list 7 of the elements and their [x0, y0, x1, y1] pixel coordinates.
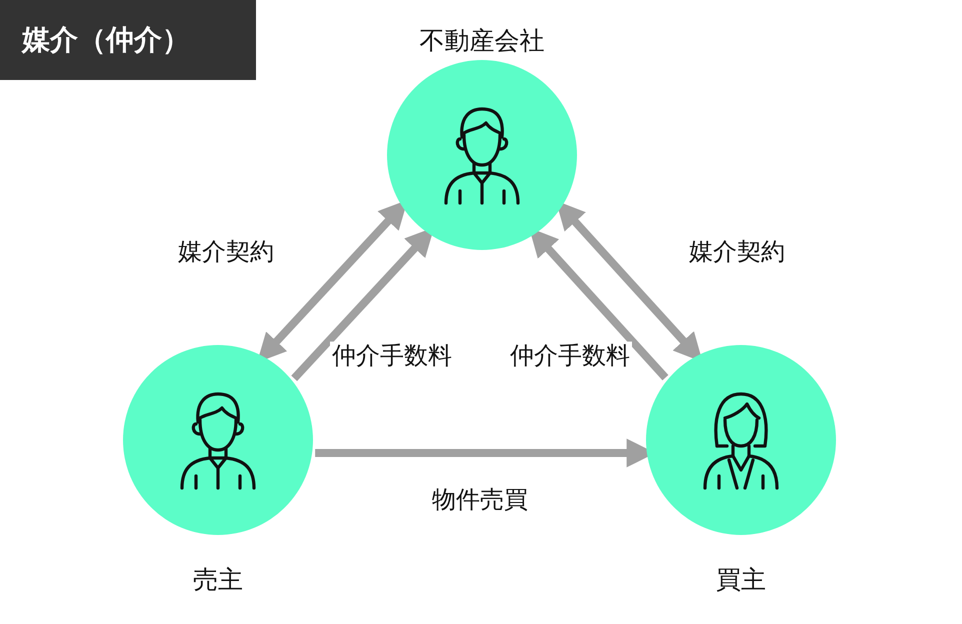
edge-label: 仲介手数料: [330, 342, 454, 370]
node-label: 売主: [193, 565, 243, 595]
edge-label: 物件売買: [430, 486, 530, 514]
node-label: 不動産会社: [420, 26, 544, 56]
node-label: 買主: [716, 565, 766, 595]
edge-label: 仲介手数料: [508, 342, 632, 370]
title-banner: 媒介（仲介）: [0, 0, 256, 80]
